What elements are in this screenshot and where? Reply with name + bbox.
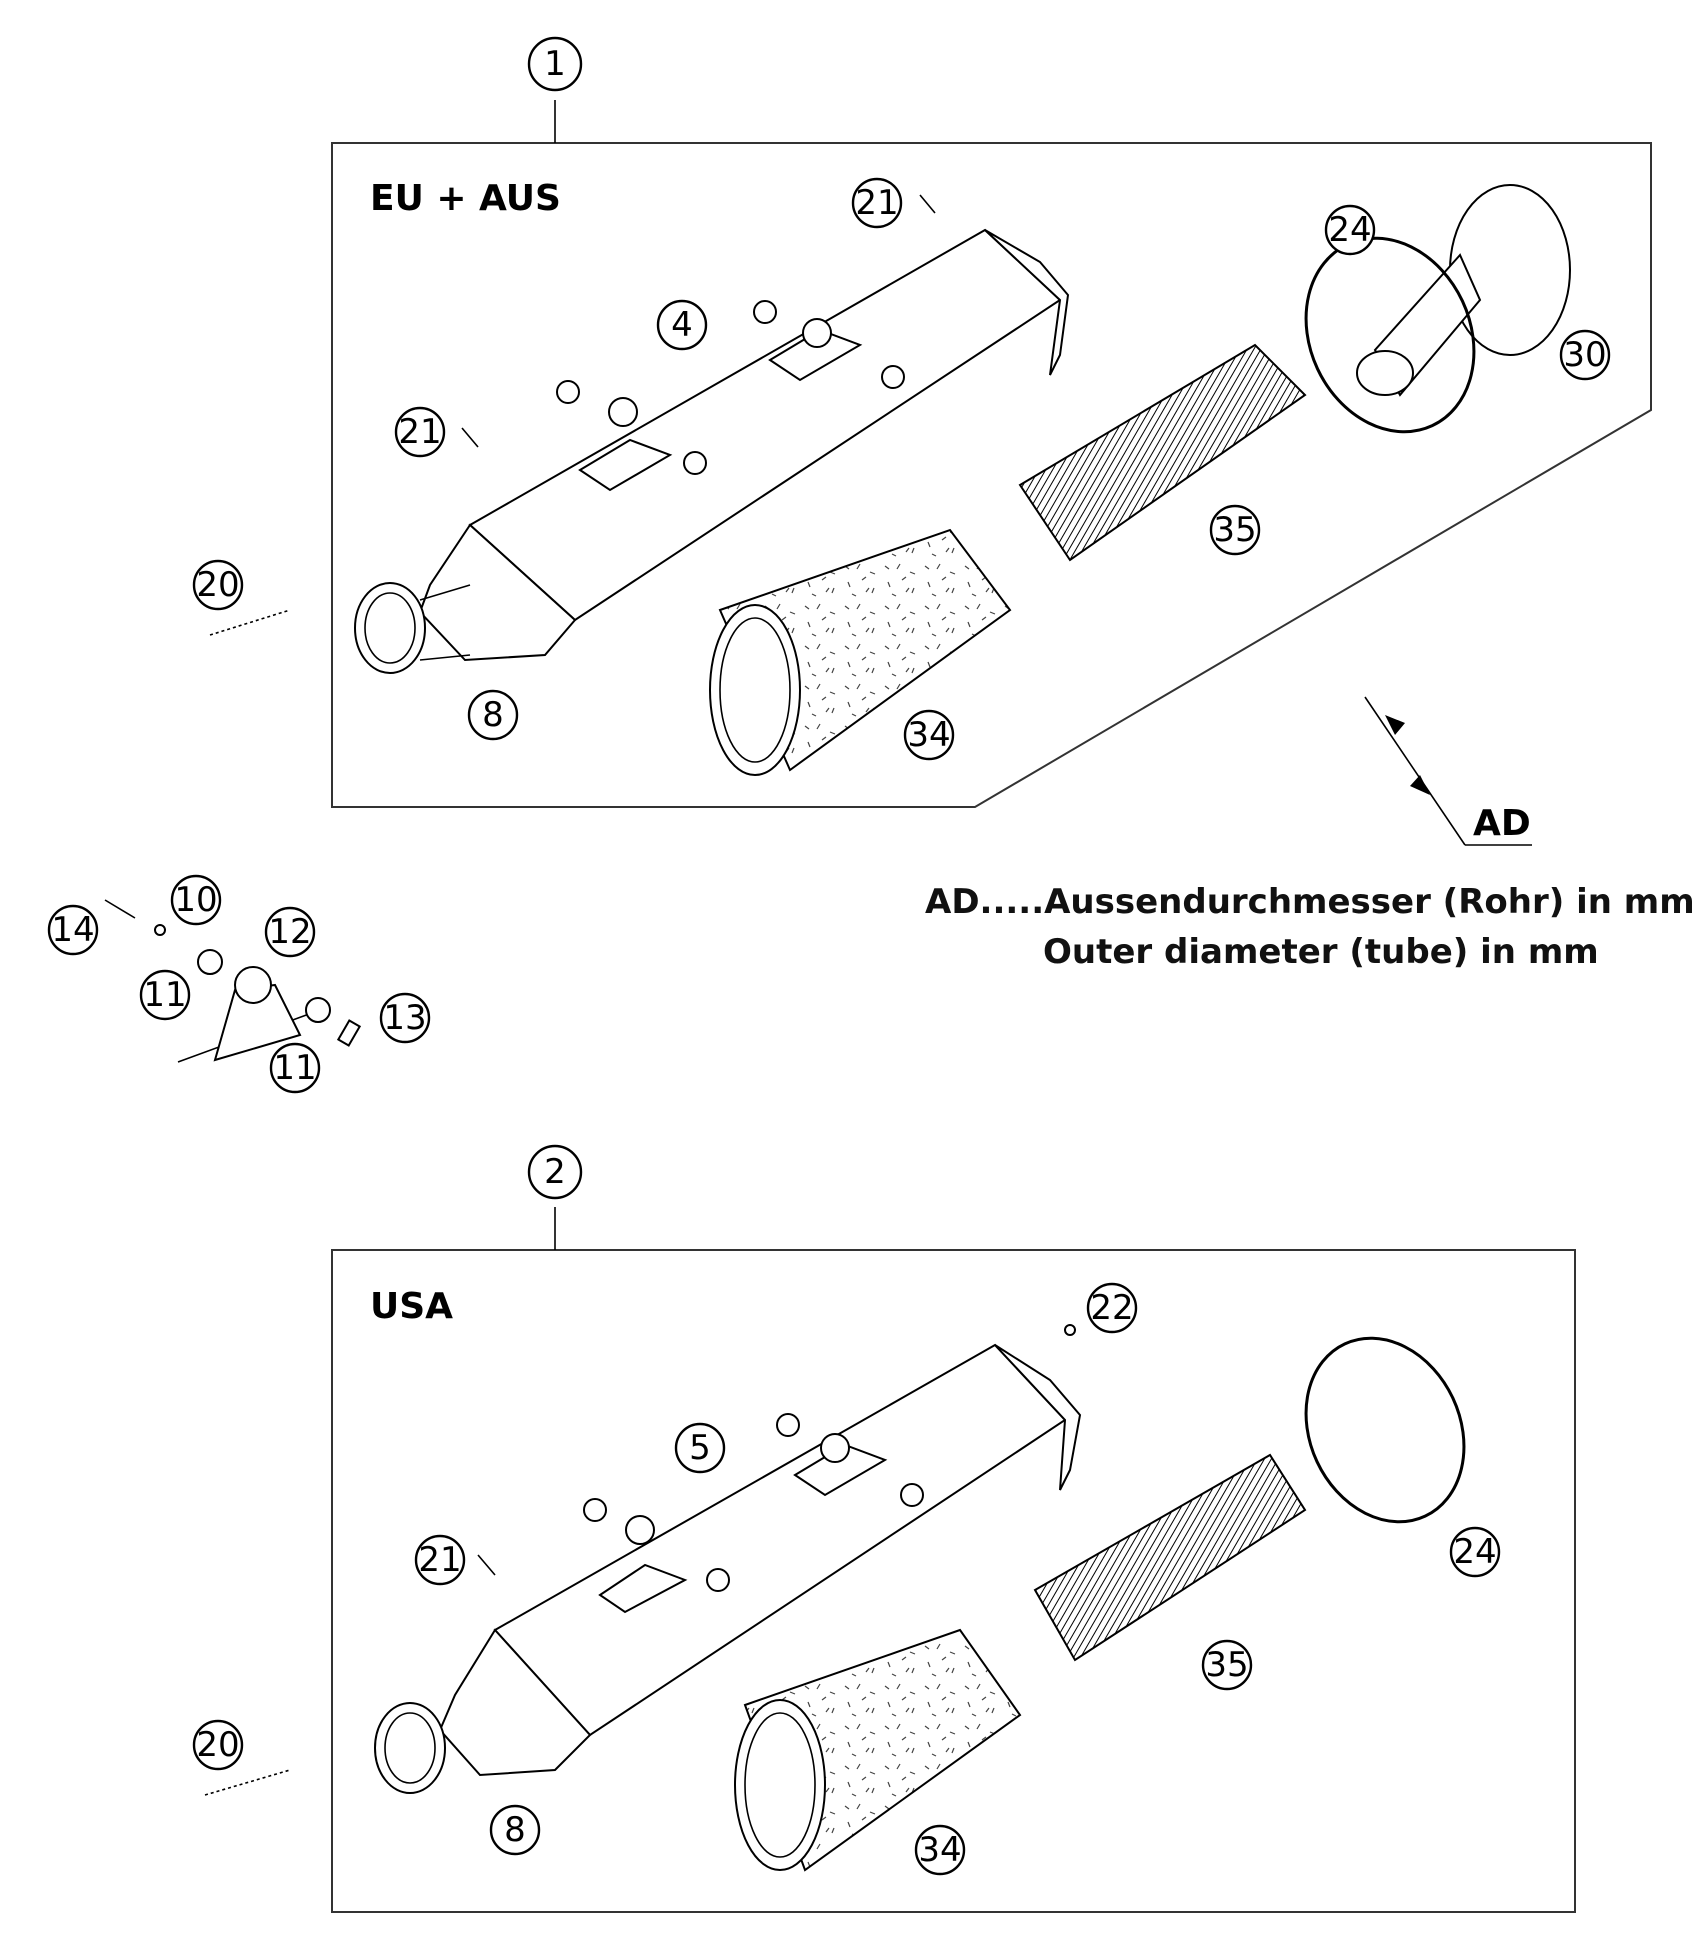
- spring-20: [209, 609, 291, 636]
- callout-top-4: 4: [656, 299, 708, 351]
- mount-detail: [104, 899, 362, 1063]
- callout-bottom-5-number: 5: [689, 1428, 711, 1468]
- callout-mount-13-number: 13: [383, 998, 426, 1038]
- assembly-eu-aus: EU + AUS: [209, 100, 1652, 808]
- callout-top-30-number: 30: [1563, 335, 1606, 375]
- assembly-callouts: 12: [527, 36, 583, 1200]
- section-label-eu-aus: EU + AUS: [370, 178, 561, 219]
- callout-bottom-35-number: 35: [1205, 1645, 1248, 1685]
- legend-line-1: AD.....Aussendurchmesser (Rohr) in mm: [925, 882, 1695, 922]
- callout-bottom-24: 24: [1449, 1526, 1501, 1578]
- callout-top-8: 8: [467, 689, 519, 741]
- callout-top-21: 21: [851, 177, 903, 229]
- packing-mat-35: [1018, 343, 1307, 562]
- assembly-frame-top: [331, 142, 1652, 808]
- callout-top-34-number: 34: [907, 715, 950, 755]
- callout-bottom-20: 20: [192, 1719, 244, 1771]
- callout-top-24-number: 24: [1328, 210, 1371, 250]
- callout-mount-11: 11: [269, 1042, 321, 1094]
- callout-top-34: 34: [903, 709, 955, 761]
- callout-top-21-number: 21: [855, 183, 898, 223]
- assembly-callout-2: 2: [527, 1144, 583, 1200]
- callouts-mount: 14 10 12 11 13 11: [47, 874, 431, 1094]
- assembly-usa: USA: [204, 1207, 1576, 1913]
- callout-bottom-21-number: 21: [418, 1540, 461, 1580]
- callout-mount-12: 12: [264, 906, 316, 958]
- section-label-usa: USA: [370, 1286, 453, 1327]
- muffler-body-5: [374, 1343, 1082, 1794]
- gasket-ring-24-usa: [1304, 1336, 1466, 1524]
- callout-mount-10-number: 10: [174, 880, 217, 920]
- callout-mount-11-number: 11: [143, 975, 186, 1015]
- callout-top-20-number: 20: [196, 565, 239, 605]
- dimension-ad-label: AD: [1473, 803, 1531, 844]
- callout-mount-13: 13: [379, 992, 431, 1044]
- callout-top-35-number: 35: [1213, 510, 1256, 550]
- callout-top-4-number: 4: [671, 305, 693, 345]
- callouts-top: 21 24 30 4 21 35 20 8 34: [192, 177, 1611, 761]
- assembly-callout-2-number: 2: [544, 1152, 566, 1192]
- muffler-body-4: [354, 228, 1070, 674]
- callout-top-21: 21: [394, 406, 446, 458]
- packing-mat-35-usa: [1033, 1453, 1307, 1662]
- callout-bottom-21: 21: [414, 1534, 466, 1586]
- callout-mount-11: 11: [139, 969, 191, 1021]
- legend-line-2: Outer diameter (tube) in mm: [1043, 932, 1599, 972]
- callout-bottom-24-number: 24: [1453, 1532, 1496, 1572]
- spring-20-usa: [204, 1769, 291, 1796]
- callout-top-30: 30: [1559, 329, 1611, 381]
- dimension-ad: AD: [1364, 696, 1532, 846]
- screw-22: [1064, 1324, 1076, 1336]
- callout-mount-14: 14: [47, 904, 99, 956]
- assembly-callout-1: 1: [527, 36, 583, 92]
- callout-top-24: 24: [1324, 204, 1376, 256]
- callout-bottom-34-number: 34: [918, 1830, 961, 1870]
- callout-mount-10: 10: [170, 874, 222, 926]
- insulation-sleeve-34: [709, 528, 1012, 776]
- callout-top-8-number: 8: [482, 695, 504, 735]
- callout-mount-11-number: 11: [273, 1048, 316, 1088]
- callout-bottom-5: 5: [674, 1422, 726, 1474]
- callout-bottom-8: 8: [489, 1804, 541, 1856]
- assembly-frame-bottom: [331, 1249, 1576, 1913]
- callout-top-20: 20: [192, 559, 244, 611]
- callouts-bottom: 22 5 21 24 35 20 8 34: [192, 1282, 1501, 1876]
- callout-bottom-8-number: 8: [504, 1810, 526, 1850]
- callout-bottom-22: 22: [1086, 1282, 1138, 1334]
- callout-bottom-20-number: 20: [196, 1725, 239, 1765]
- end-cap-30: [1356, 184, 1571, 397]
- callout-bottom-35: 35: [1201, 1639, 1253, 1691]
- callout-mount-14-number: 14: [51, 910, 94, 950]
- callout-top-21-number: 21: [398, 412, 441, 452]
- callout-bottom-22-number: 22: [1090, 1288, 1133, 1328]
- callout-top-35: 35: [1209, 504, 1261, 556]
- assembly-callout-1-number: 1: [544, 44, 566, 84]
- callout-bottom-34: 34: [914, 1824, 966, 1876]
- callout-mount-12-number: 12: [268, 912, 311, 952]
- insulation-sleeve-34-usa: [734, 1628, 1022, 1872]
